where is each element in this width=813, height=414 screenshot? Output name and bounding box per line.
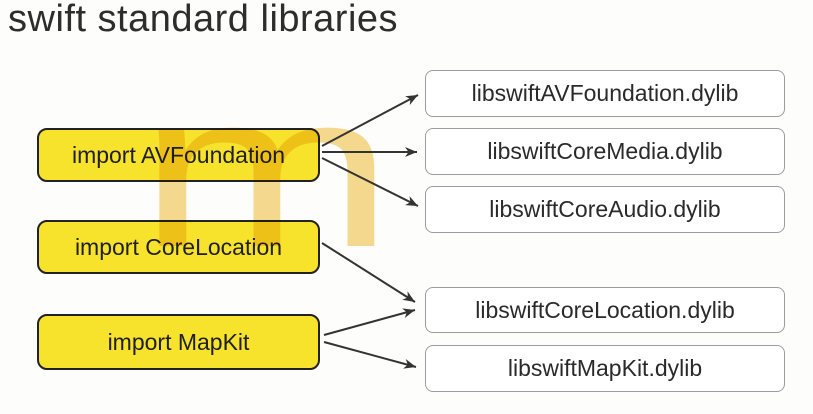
arrow-mapkit-to-libswiftmapkit: [323, 341, 417, 369]
node-label: libswiftMapKit.dylib: [507, 355, 703, 381]
node-label: libswiftCoreLocation.dylib: [475, 296, 735, 323]
node-label: import CoreLocation: [74, 233, 283, 260]
node-label: import MapKit: [107, 328, 250, 355]
node-import-corelocation: import CoreLocation: [37, 220, 320, 274]
node-libswift-coreaudio-dylib: libswiftCoreAudio.dylib: [425, 186, 785, 233]
node-libswift-mapkit-dylib: libswiftMapKit.dylib: [425, 345, 785, 392]
node-import-avfoundation: import AVFoundation: [37, 128, 320, 182]
node-libswift-corelocation-dylib: libswiftCoreLocation.dylib: [425, 287, 785, 333]
node-label: libswiftCoreMedia.dylib: [487, 138, 723, 164]
node-label: libswiftAVFoundation.dylib: [471, 80, 739, 106]
node-libswift-avfoundation-dylib: libswiftAVFoundation.dylib: [425, 70, 785, 117]
arrow-corelocation-to-libswiftcorelocation: [321, 242, 416, 303]
page-title: swift standard libraries: [8, 0, 399, 40]
node-import-mapkit: import MapKit: [37, 314, 320, 370]
arrow-mapkit-to-libswiftcorelocation: [323, 308, 416, 336]
node-label: libswiftCoreAudio.dylib: [489, 196, 721, 222]
arrow-avfoundation-to-libswiftavfoundation: [321, 94, 419, 147]
arrow-avfoundation-to-libswiftcoreaudio: [321, 157, 419, 207]
node-label: import AVFoundation: [71, 141, 286, 168]
node-libswift-coremedia-dylib: libswiftCoreMedia.dylib: [425, 128, 785, 175]
